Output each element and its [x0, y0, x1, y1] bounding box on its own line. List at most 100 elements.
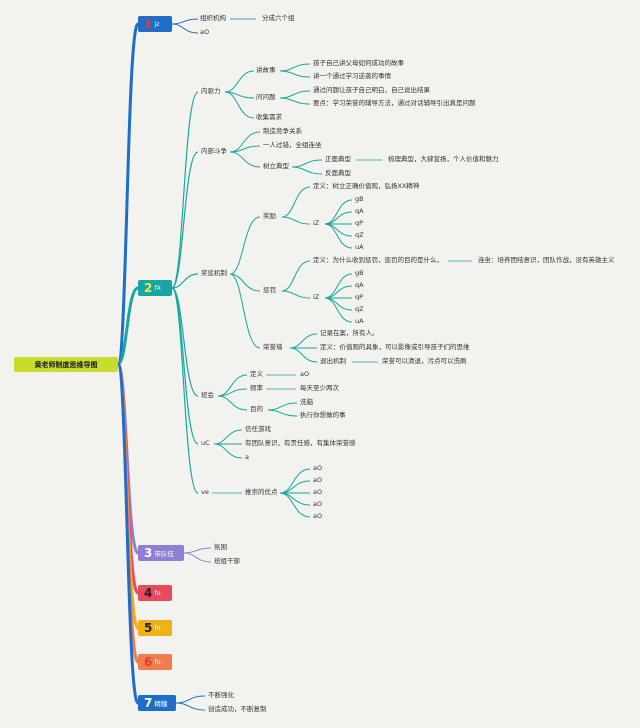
ask-item-1[interactable]: 通过问题让孩子自己明白，自己说出结果 — [313, 86, 430, 94]
branch-1-node[interactable]: 1 jz — [138, 16, 172, 32]
honor-item-1[interactable]: 记录在案，所有人。 — [320, 329, 379, 337]
link-b2-4 — [171, 287, 199, 445]
link-ve-leaf-3 — [279, 492, 311, 506]
meeting-goal[interactable]: 目的 — [250, 405, 263, 413]
link-praise-sub — [281, 216, 311, 225]
story-node[interactable]: 讲故事 — [256, 66, 276, 74]
praise-leaf-5[interactable]: uA — [355, 243, 364, 251]
punish-def[interactable]: 定义：为什么收到惩罚，惩罚的目的是什么， — [313, 256, 443, 264]
meeting-goal-item-1[interactable]: 洗脑 — [300, 398, 313, 406]
praise-leaf-2[interactable]: qA — [355, 207, 364, 215]
link-praise-leaf-4 — [324, 223, 353, 249]
punish-note[interactable]: 连坐：培养团结意识，团队作战，没有英雄主义 — [478, 256, 615, 264]
punish-leaf-2[interactable]: qA — [355, 281, 364, 289]
link-meeting-goal — [217, 395, 248, 411]
reward-node[interactable]: 奖惩机制 — [201, 269, 227, 277]
branch-7-node[interactable]: 7 精髓 — [138, 695, 176, 711]
punish-leaf-1[interactable]: gB — [355, 269, 364, 277]
punish-node[interactable]: 惩罚 — [263, 286, 276, 294]
link-punish-leaf-3 — [324, 297, 353, 311]
exit-node[interactable]: 退出机制 — [320, 357, 346, 365]
honor-node[interactable]: 荣誉墙 — [263, 343, 283, 351]
ve-leaf-5[interactable]: aO — [313, 512, 323, 520]
branch-2-label: fX — [154, 284, 162, 292]
ask-item-2[interactable]: 要点：学习荣誉的辅导方法，通过对话辅导引出真是问题 — [313, 99, 476, 107]
neiqu-node[interactable]: 内驱力 — [201, 87, 221, 95]
ve-leaf-1[interactable]: aO — [313, 464, 323, 472]
ve-node[interactable]: ve — [201, 488, 209, 496]
meeting-def-value[interactable]: aO — [300, 370, 310, 378]
meeting-node[interactable]: 班会 — [201, 391, 214, 399]
branch-4-node[interactable]: 4 fo — [138, 585, 172, 601]
collect-node[interactable]: 收集需求 — [256, 113, 282, 121]
link-ask-2 — [279, 97, 311, 105]
ve-leaf-2[interactable]: aO — [313, 476, 323, 484]
branch-7-number: 7 — [144, 696, 153, 710]
positive-note[interactable]: 梳理典型，大肆宣扬，个人价值和魅力 — [388, 155, 499, 163]
link-praise-leaf-3 — [324, 223, 353, 237]
praise-sub[interactable]: iZ — [313, 219, 320, 227]
b7-item-1[interactable]: 不断强化 — [208, 691, 234, 699]
praise-leaf-1[interactable]: gB — [355, 195, 364, 203]
link-uc-3 — [213, 443, 243, 459]
b1-note[interactable]: 分成六个组 — [262, 14, 295, 22]
neibu-node[interactable]: 内部斗争 — [201, 147, 227, 155]
link-story-2 — [279, 70, 311, 78]
link-root-b1 — [116, 22, 140, 366]
branch-5-node[interactable]: 5 fo — [138, 620, 172, 636]
link-neiqu-story — [224, 70, 255, 93]
neibu-item-2[interactable]: 一人过错，全组连坐 — [263, 141, 322, 149]
b3-item-2[interactable]: 班组干部 — [214, 557, 240, 565]
meeting-goal-item-2[interactable]: 执行你想做的事 — [300, 411, 346, 419]
link-b2-5 — [171, 287, 199, 494]
model-node[interactable]: 树立典型 — [263, 162, 289, 170]
ask-node[interactable]: 问问题 — [256, 93, 276, 101]
praise-leaf-4[interactable]: qZ — [355, 231, 364, 239]
honor-item-2[interactable]: 定义：价值观的具象，可以影像或引导孩子们的思维 — [320, 343, 470, 351]
link-b3-1 — [183, 547, 212, 554]
punish-leaf-3[interactable]: qP — [355, 293, 364, 301]
link-b1-org — [171, 18, 199, 25]
link-ask-1 — [279, 90, 311, 99]
branch-6-node[interactable]: 6 fo — [138, 654, 172, 670]
uc-node[interactable]: uC — [201, 439, 210, 447]
uc-item-1[interactable]: 信任游戏 — [245, 425, 271, 433]
link-praise-def — [281, 186, 311, 218]
root-node[interactable]: 黄老师制度思维导图 — [14, 357, 118, 372]
ve-leaf-3[interactable]: aO — [313, 488, 323, 496]
negative-model[interactable]: 反面典型 — [325, 169, 351, 177]
uc-item-2[interactable]: 有团队意识，有责任感，有集体荣誉感 — [245, 439, 356, 447]
meeting-freq[interactable]: 频率 — [250, 384, 263, 392]
ve-sub[interactable]: 推崇的优点 — [245, 488, 278, 496]
story-item-1[interactable]: 孩子自己讲父母如何成功的故事 — [313, 59, 404, 67]
link-b7-2 — [175, 702, 206, 711]
b7-item-2[interactable]: 创造成功，不断复制 — [208, 705, 267, 713]
link-honor-1 — [289, 333, 318, 349]
link-goal-1 — [267, 402, 298, 411]
uc-item-3[interactable]: a — [245, 453, 249, 461]
punish-leaf-4[interactable]: qZ — [355, 305, 364, 313]
exit-note[interactable]: 荣誉可以清退，污点可以洗刷 — [382, 357, 467, 365]
meeting-def[interactable]: 定义 — [250, 370, 263, 378]
b1-org[interactable]: 组织机构 — [200, 14, 226, 22]
branch-3-node[interactable]: 3 带队伍 — [138, 545, 184, 561]
neibu-item-1[interactable]: 制造竞争关系 — [263, 127, 302, 135]
b1-ao[interactable]: aO — [200, 28, 210, 36]
story-item-2[interactable]: 讲一个通过学习逆袭的事情 — [313, 72, 391, 80]
branch-2-node[interactable]: 2 fX — [138, 280, 172, 296]
link-punish-leaf-4 — [324, 297, 353, 323]
link-b1-ao — [171, 23, 199, 34]
ve-leaf-4[interactable]: aO — [313, 500, 323, 508]
praise-def[interactable]: 定义：树立正确价值观，弘扬XX精神 — [313, 182, 420, 190]
praise-node[interactable]: 奖励 — [263, 212, 276, 220]
praise-leaf-3[interactable]: qP — [355, 219, 364, 227]
branch-5-number: 5 — [144, 621, 153, 635]
punish-leaf-5[interactable]: uA — [355, 317, 364, 325]
link-neiqu-collect — [224, 91, 255, 119]
positive-model[interactable]: 正面典型 — [325, 155, 351, 163]
link-reward-praise — [229, 216, 261, 275]
b3-item-1[interactable]: 氛围 — [214, 543, 227, 551]
meeting-freq-value[interactable]: 每天至少两次 — [300, 384, 339, 392]
punish-sub[interactable]: iZ — [313, 293, 320, 301]
